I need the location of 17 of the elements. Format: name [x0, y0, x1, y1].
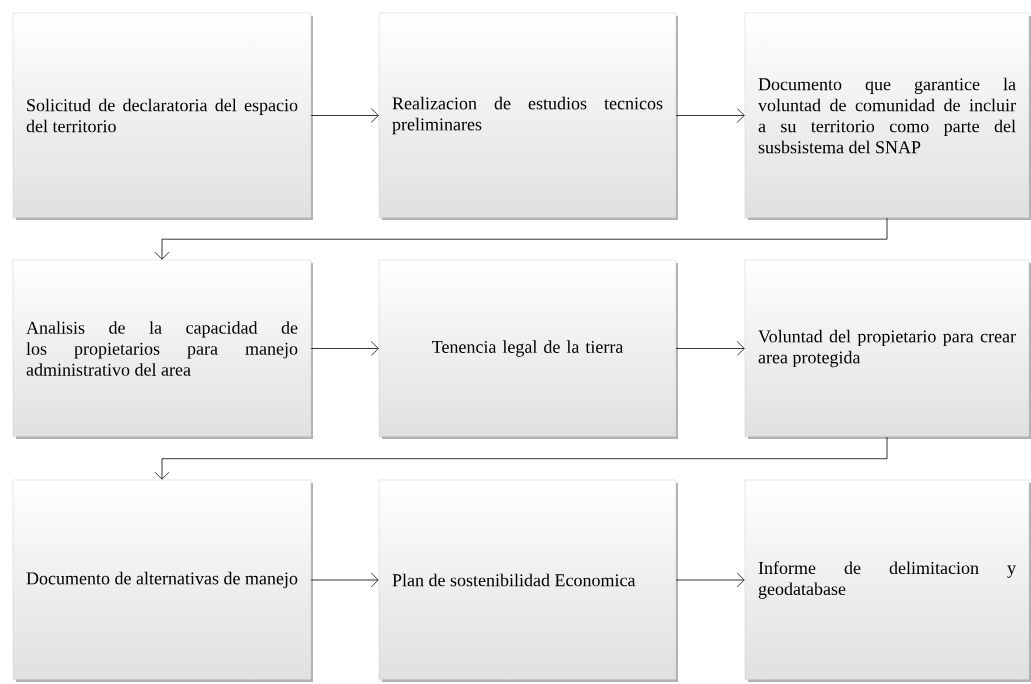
arrow	[310, 108, 379, 123]
arrow	[675, 572, 745, 588]
process-box: Plan de sostenibilidad Economica	[378, 479, 678, 682]
arrow	[154, 436, 888, 480]
arrow	[154, 217, 888, 260]
arrow	[675, 341, 745, 356]
process-box: Documento de alternativas de manejo	[12, 479, 313, 682]
process-box: Documento que garantice la voluntad de comunidad de incluir a su territorio como parte del susbsistema del SNAP	[744, 12, 1031, 220]
process-box: Tenencia legal de la tierra	[378, 259, 678, 439]
arrow	[675, 108, 745, 123]
process-box: Realizacion de estudios tecnicos preliminares	[378, 12, 678, 220]
process-box: Solicitud de declaratoria del espacio del territorio	[12, 12, 313, 220]
arrow	[310, 341, 379, 356]
process-box: Analisis de la capacidad de los propietarios para manejo administrativo del area	[12, 259, 313, 439]
process-box: Informe de delimitacion y geodatabase	[744, 479, 1031, 682]
process-box: Voluntad del propietario para crear area protegida	[744, 259, 1031, 439]
arrow	[310, 572, 379, 588]
